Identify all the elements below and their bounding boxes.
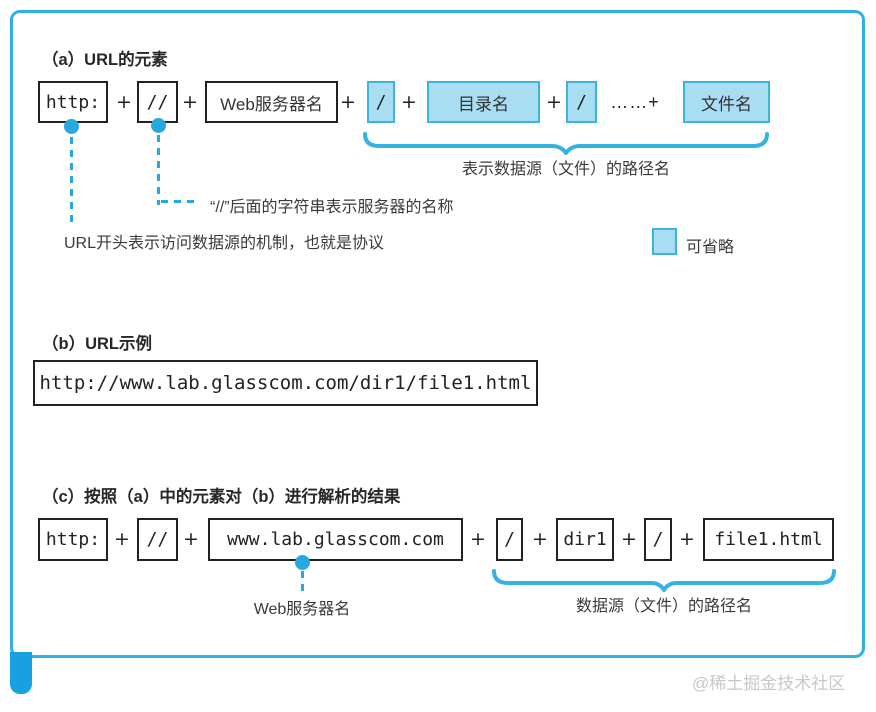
a-box-slash-optional-2: / <box>566 81 597 123</box>
c-box-slash-1: / <box>496 518 523 561</box>
plus-operator: + <box>546 91 562 113</box>
b-url-example-box: http://www.lab.glasscom.com/dir1/file1.h… <box>33 360 538 406</box>
leader-line-server <box>301 571 304 592</box>
plus-operator: + <box>182 91 198 113</box>
leader-line-horizontal <box>161 200 199 203</box>
plus-operator: + <box>401 91 417 113</box>
leader-dot-server <box>295 555 310 570</box>
watermark: @稀土掘金技术社区 <box>692 674 846 693</box>
c-box-dir1: dir1 <box>556 518 614 561</box>
c-box-server-host: www.lab.glasscom.com <box>208 518 463 561</box>
c-box-slash-2: / <box>644 518 672 561</box>
leader-dot-double-slash <box>151 118 166 133</box>
legend-optional-swatch <box>652 228 677 255</box>
plus-operator: + <box>183 528 199 550</box>
a-box-http: http: <box>38 81 108 123</box>
plus-operator: + <box>116 91 132 113</box>
a-box-file-name: 文件名 <box>683 81 770 123</box>
plus-operator: + <box>470 528 486 550</box>
a-box-directory-name: 目录名 <box>427 81 540 123</box>
leader-line-http <box>70 137 73 225</box>
section-c-title: （c）按照（a）中的元素对（b）进行解析的结果 <box>42 488 401 506</box>
a-box-slash-optional: / <box>367 81 395 123</box>
corner-tab-accent <box>10 652 32 694</box>
note-protocol: URL开头表示访问数据源的机制，也就是协议 <box>64 235 385 252</box>
plus-operator: + <box>679 528 695 550</box>
underbrace-path-c <box>492 569 836 592</box>
c-box-file1-html: file1.html <box>703 518 834 561</box>
brace-label-path-a: 表示数据源（文件）的路径名 <box>461 161 670 178</box>
c-box-http: http: <box>38 518 108 561</box>
c-box-double-slash: // <box>137 518 178 561</box>
plus-operator: + <box>340 91 356 113</box>
plus-operator: + <box>114 528 130 550</box>
brace-label-path-c: 数据源（文件）的路径名 <box>575 598 752 615</box>
plus-operator: + <box>532 528 548 550</box>
a-box-web-server-name: Web服务器名 <box>205 81 338 123</box>
plus-operator: + <box>621 528 637 550</box>
note-server-name: “//”后面的字符串表示服务器的名称 <box>210 199 454 216</box>
leader-line-double-slash <box>157 135 160 205</box>
diagram-frame <box>10 10 865 658</box>
leader-dot-http <box>64 119 79 134</box>
underbrace-path-a <box>363 132 769 155</box>
legend-optional-label: 可省略 <box>686 239 735 256</box>
a-box-double-slash: // <box>137 81 178 123</box>
ellipsis-plus: ……+ <box>610 92 660 112</box>
section-a-title: （a）URL的元素 <box>42 51 168 69</box>
section-b-title: （b）URL示例 <box>42 335 152 353</box>
server-name-label: Web服务器名 <box>253 601 351 618</box>
